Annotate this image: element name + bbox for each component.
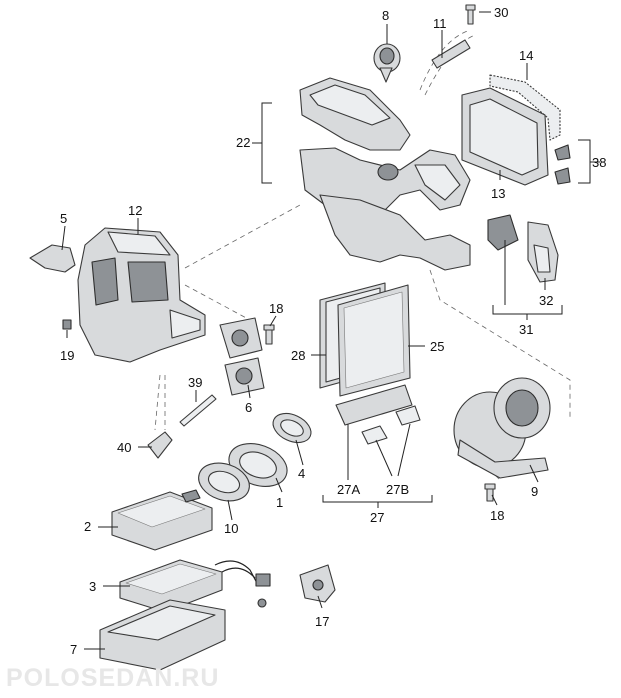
part-31-actuator: [487, 214, 559, 283]
part-8-cap: [373, 43, 401, 83]
part-18-screw-top: [263, 324, 275, 345]
callout-31: 31: [519, 322, 533, 337]
part-7-lower-tray: [99, 599, 226, 671]
part-40-linkage: [147, 431, 173, 459]
part-19-clip: [62, 319, 72, 330]
part-2-heat-exchanger: [111, 489, 213, 551]
callout-40: 40: [117, 440, 131, 455]
callout-12: 12: [128, 203, 142, 218]
callout-10: 10: [224, 521, 238, 536]
part-12-main-housing: [77, 227, 206, 363]
callout-8: 8: [382, 8, 389, 23]
part-14-seal: [489, 74, 561, 141]
part-17-relay: [299, 564, 336, 603]
leader-lines: [61, 11, 546, 650]
callout-7: 7: [70, 642, 77, 657]
callout-11: 11: [433, 16, 447, 31]
callout-39: 39: [188, 375, 202, 390]
callout-5: 5: [60, 211, 67, 226]
callout-32: 32: [539, 293, 553, 308]
part-10-seal: [198, 462, 250, 502]
callout-labels: 8 11 30 14 22 38 13 12 5 32 31 18 28 25 …: [60, 5, 606, 657]
callout-28: 28: [291, 348, 305, 363]
callout-27b: 27B: [386, 482, 409, 497]
site-watermark: POLOSEDAN.RU: [6, 664, 220, 692]
part-27-frames: [335, 384, 421, 445]
callout-1: 1: [276, 495, 283, 510]
callout-9: 9: [531, 484, 538, 499]
part-11-bracket: [431, 39, 471, 69]
part-38-clips: [554, 144, 571, 185]
part-4-seal: [272, 412, 312, 444]
callout-19: 19: [60, 348, 74, 363]
callout-14: 14: [519, 48, 533, 63]
callout-27a: 27A: [337, 482, 360, 497]
part-39-rod: [179, 394, 217, 427]
callout-38: 38: [592, 155, 606, 170]
callout-2: 2: [84, 519, 91, 534]
part-9-blower-motor: [453, 377, 551, 479]
part-13-frame: [461, 87, 549, 186]
callout-27: 27: [370, 510, 384, 525]
part-30-screw: [465, 4, 476, 25]
part-6-actuators: [219, 317, 265, 396]
part-5-bracket: [29, 244, 76, 273]
callout-13: 13: [491, 186, 505, 201]
callout-22: 22: [236, 135, 250, 150]
callout-3: 3: [89, 579, 96, 594]
part-25-filter: [337, 284, 411, 397]
part-3-evaporator: [119, 559, 271, 613]
part-18-screw-bottom: [484, 483, 496, 502]
callout-30: 30: [494, 5, 508, 20]
callout-4: 4: [298, 466, 305, 481]
callout-6: 6: [245, 400, 252, 415]
callout-18-top: 18: [269, 301, 283, 316]
part-22-upper-housing: [299, 77, 471, 271]
group-brackets: [252, 102, 600, 508]
callout-25: 25: [430, 339, 444, 354]
callout-18-bottom: 18: [490, 508, 504, 523]
callout-17: 17: [315, 614, 329, 629]
